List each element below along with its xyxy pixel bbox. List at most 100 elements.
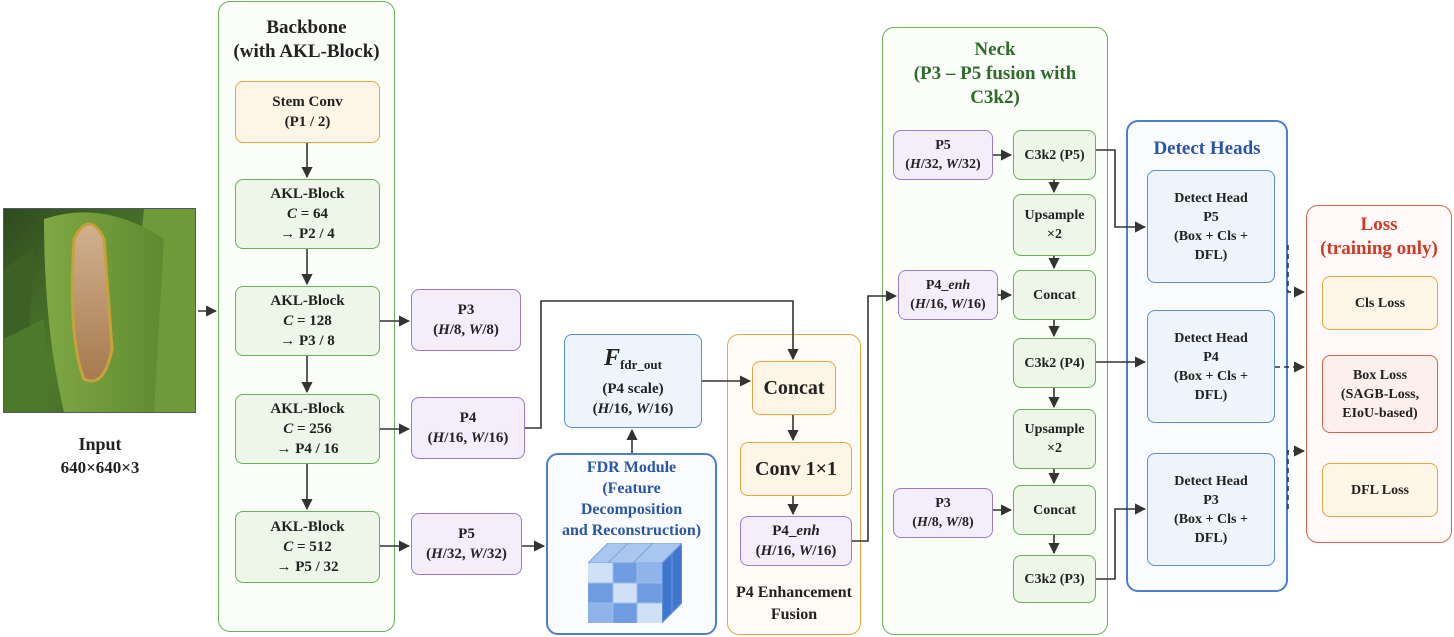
channel-symbol: C [283, 539, 294, 555]
width-divisor: /16) [484, 430, 509, 446]
akl-block-3: AKL-Block C = 256 → P4 / 16 [235, 394, 380, 464]
backbone-title-line1: Backbone [266, 17, 347, 38]
box-loss-box: Box Loss (SAGB-Loss, EIoU-based) [1322, 355, 1438, 433]
neck-title-line3: C3k2) [970, 87, 1020, 108]
box-loss-detail-end: EIoU-based) [1342, 405, 1418, 421]
loss-title: Loss (training only) [1306, 213, 1452, 261]
width-symbol: W [470, 430, 485, 446]
detect-head-components-end: DFL) [1194, 387, 1228, 403]
upsample-factor: ×2 [1047, 441, 1062, 456]
neck-title: Neck (P3 – P5 fusion with C3k2) [882, 38, 1108, 110]
height-divisor: /16, [925, 297, 951, 312]
fdr-output-subscript: fdr_out [620, 356, 662, 372]
upsample-label: Upsample [1024, 208, 1085, 223]
detect-head-level: P4 [1203, 349, 1219, 365]
height-symbol: H [432, 430, 445, 446]
akl-block-output: → P2 / 4 [280, 226, 335, 242]
enhancement-caption: P4 Enhancement Fusion [727, 582, 861, 626]
enhancement-caption-line2: Fusion [770, 606, 818, 623]
fdr-output-box: Ffdr_out (P4 scale) (H/16, W/16) [564, 334, 702, 428]
width-divisor: /16) [963, 297, 986, 312]
neck-c3k2-p5: C3k2 (P5) [1013, 130, 1096, 180]
input-size: 640×640×3 [60, 458, 140, 477]
feature-name: P5 [935, 138, 951, 153]
dfl-loss-box: DFL Loss [1322, 463, 1438, 517]
akl-block-name: AKL-Block [270, 186, 345, 202]
upsample-label: Upsample [1024, 422, 1085, 437]
feature-name: P5 [458, 526, 475, 542]
feature-p3: P3 (H/8, W/8) [411, 289, 521, 351]
neck-container [882, 27, 1108, 635]
fdr-module-title-line4: and Reconstruction) [561, 522, 702, 539]
neck-concat-1: Concat [1013, 270, 1096, 320]
akl-block-output: → P3 / 8 [280, 333, 335, 349]
height-symbol: H [438, 322, 450, 338]
channel-value: = 64 [296, 206, 329, 222]
box-loss-label: Box Loss [1352, 367, 1408, 383]
channel-symbol: C [286, 206, 297, 222]
height-divisor: /32, [920, 157, 946, 172]
detect-head-components: (Box + Cls + [1174, 368, 1248, 384]
dashed-head-p3-to-loss [1287, 445, 1306, 509]
fdr-module-title-line1: FDR Module [586, 459, 677, 476]
width-divisor: /32) [958, 157, 981, 172]
neck-c3k2-p3: C3k2 (P3) [1013, 555, 1096, 603]
cls-loss-box: Cls Loss [1322, 276, 1438, 330]
neck-input-p3: P3 (H/8, W/8) [893, 488, 993, 538]
feature-name: P4_ [925, 278, 949, 293]
height-symbol: H [909, 157, 921, 172]
leaf-illustration [4, 209, 195, 412]
p4-enh-suffix: enh [796, 523, 820, 539]
width-symbol: W [945, 515, 959, 530]
neck-c3k2-p4: C3k2 (P4) [1013, 338, 1096, 388]
akl-block-name: AKL-Block [270, 401, 345, 417]
stem-conv-label: Stem Conv [272, 94, 343, 110]
loss-title-line2: (training only) [1320, 238, 1438, 259]
neck-upsample-2: Upsample ×2 [1013, 409, 1096, 469]
akl-block-2: AKL-Block C = 128 → P3 / 8 [235, 286, 380, 356]
channel-value: = 256 [293, 421, 332, 437]
detect-head-level: P3 [1203, 492, 1219, 508]
detect-head-components: (Box + Cls + [1174, 511, 1248, 527]
fdr-module-title-line2: (Feature [602, 480, 661, 497]
input-label: Input [78, 434, 122, 454]
height-symbol: H [597, 400, 610, 417]
height-symbol: H [916, 515, 928, 530]
detect-head-label: Detect Head [1174, 473, 1248, 489]
akl-block-4: AKL-Block C = 512 → P5 / 32 [235, 511, 380, 583]
stem-conv-scale: (P1 / 2) [284, 114, 331, 130]
width-divisor: /8) [958, 515, 974, 530]
fdr-output-symbol: F [604, 344, 621, 371]
width-divisor: /8) [482, 322, 499, 338]
height-divisor: /8, [927, 515, 946, 530]
channel-symbol: C [283, 313, 294, 329]
stem-conv-box: Stem Conv (P1 / 2) [235, 81, 380, 143]
akl-block-output: → P4 / 16 [276, 441, 339, 457]
feature-name: P3 [935, 496, 951, 511]
channel-symbol: C [283, 421, 294, 437]
upsample-factor: ×2 [1047, 227, 1062, 242]
detect-heads-title: Detect Heads [1153, 138, 1261, 159]
fdr-output-scale: (P4 scale) [602, 380, 664, 397]
enhancement-caption-line1: P4 Enhancement [736, 584, 852, 601]
neck-title-line1: Neck [974, 39, 1016, 60]
detect-head-components-end: DFL) [1194, 247, 1228, 263]
height-divisor: /8, [449, 322, 469, 338]
height-divisor: /16, [444, 430, 471, 446]
neck-input-p5: P5 (H/32, W/32) [893, 130, 993, 180]
enhancement-conv1x1: Conv 1×1 [740, 442, 852, 496]
detect-head-components: (Box + Cls + [1174, 228, 1248, 244]
akl-block-name: AKL-Block [270, 293, 345, 309]
height-divisor: /16, [772, 543, 799, 559]
feature-p4: P4 (H/16, W/16) [411, 397, 525, 459]
p4-enh-name: P4_ [772, 523, 797, 539]
height-divisor: /32, [442, 546, 470, 562]
detect-head-level: P5 [1203, 209, 1219, 225]
neck-input-p4-enh: P4_enh (H/16, W/16) [898, 270, 998, 320]
width-divisor: /32) [482, 546, 507, 562]
fdr-module-title-line3: Decomposition [580, 501, 683, 518]
width-symbol: W [469, 546, 483, 562]
neck-concat-2: Concat [1013, 485, 1096, 535]
detect-head-label: Detect Head [1174, 190, 1248, 206]
width-symbol: W [635, 400, 650, 417]
